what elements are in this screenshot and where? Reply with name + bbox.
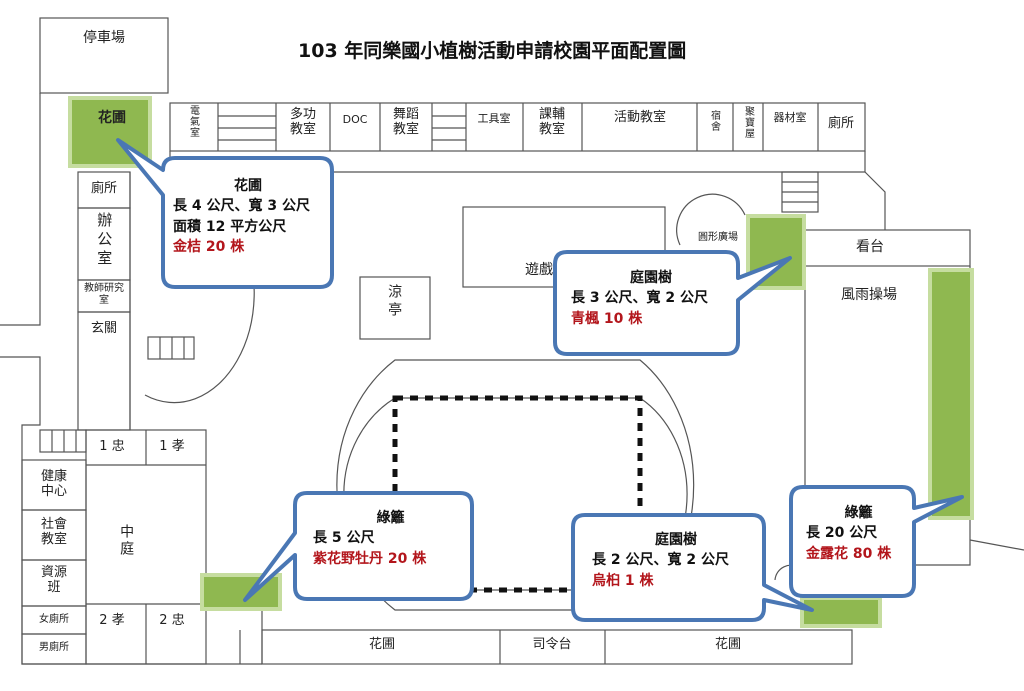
callout-garden: 花圃 長 4 公尺、寬 3 公尺 面積 12 平方公尺 金桔 20 株 xyxy=(173,176,323,257)
label-multipurpose: 多功教室 xyxy=(289,107,316,137)
outer-wall-left xyxy=(0,93,41,326)
label-men-toilet: 男廁所 xyxy=(39,642,69,653)
callout-hedge-right-length: 長 20 公尺 xyxy=(806,525,878,542)
label-women-toilet: 女廁所 xyxy=(39,614,69,625)
label-resource: 資源班 xyxy=(40,565,67,595)
callout-tree-top-title: 庭園樹 xyxy=(630,270,672,286)
callout-garden-area: 面積 12 平方公尺 xyxy=(173,218,287,235)
label-tutoring: 課輔教室 xyxy=(538,107,565,137)
callout-hedge-left-title: 綠籬 xyxy=(376,510,405,526)
callout-garden-box xyxy=(116,138,334,289)
label-class-2xiao: 2 孝 xyxy=(99,613,125,628)
page-title: 103 年同樂國小植樹活動申請校園平面配置圖 xyxy=(298,40,687,62)
callout-tree-bottom-box xyxy=(571,513,814,622)
label-dance: 舞蹈教室 xyxy=(392,107,419,137)
label-garden-zone: 花圃 xyxy=(98,110,126,126)
callout-hedge-left-plant: 紫花野牡丹 20 株 xyxy=(313,550,427,567)
label-courtyard: 中庭 xyxy=(118,524,135,558)
label-health: 健康中心 xyxy=(40,469,67,499)
callout-garden-title: 花圃 xyxy=(234,178,262,194)
label-circle-plaza: 圓形廣場 xyxy=(698,232,738,243)
label-teacher-research: 教師研究室 xyxy=(84,283,124,306)
callout-garden-plant: 金桔 20 株 xyxy=(173,238,245,255)
label-playground: 遊戲 xyxy=(525,262,553,278)
label-flowerbed-1: 花圃 xyxy=(368,637,396,652)
label-dorm: 宿舍 xyxy=(708,110,720,132)
callout-hedge-left-box xyxy=(243,491,474,602)
label-electric: 電氣室 xyxy=(187,105,199,138)
label-toilet-left: 廁所 xyxy=(90,181,118,196)
callout-tree-top-box xyxy=(553,250,792,356)
top-building xyxy=(169,102,866,152)
callout-hedge-right-title: 綠籬 xyxy=(844,505,873,521)
callout-tree-bottom-title: 庭園樹 xyxy=(655,532,697,548)
callout-tree-top-dims: 長 3 公尺、寬 2 公尺 xyxy=(571,290,708,307)
callout-tree-top-plant: 青楓 10 株 xyxy=(571,310,643,327)
tree-zone-bottom xyxy=(800,596,882,628)
label-social: 社會教室 xyxy=(40,517,67,547)
label-pavilion: 涼亭 xyxy=(386,284,403,320)
label-class-1zhong: 1 忠 xyxy=(99,439,125,454)
label-stand: 看台 xyxy=(856,239,884,255)
callout-hedge-left: 綠籬 長 5 公尺 紫花野牡丹 20 株 xyxy=(313,508,468,569)
label-rain-field: 風雨操場 xyxy=(841,287,897,303)
label-tools: 工具室 xyxy=(477,112,511,125)
label-podium: 司令台 xyxy=(532,637,572,652)
label-class-1xiao: 1 孝 xyxy=(159,439,185,454)
label-equipment: 器材室 xyxy=(773,111,807,124)
callout-tree-bottom-dims: 長 2 公尺、寬 2 公尺 xyxy=(592,552,729,569)
hedge-zone-right xyxy=(928,268,974,520)
callout-hedge-right: 綠籬 長 20 公尺 金露花 80 株 xyxy=(806,503,911,564)
callout-garden-dims: 長 4 公尺、寬 3 公尺 xyxy=(173,198,310,215)
callout-hedge-left-length: 長 5 公尺 xyxy=(313,530,375,547)
label-class-2zhong: 2 忠 xyxy=(159,613,185,628)
callout-tree-bottom: 庭園樹 長 2 公尺、寬 2 公尺 烏桕 1 株 xyxy=(592,530,760,591)
callout-hedge-right-plant: 金露花 80 株 xyxy=(806,545,892,562)
label-parking: 停車場 xyxy=(83,30,125,46)
label-storage: 聚寶屋 xyxy=(742,106,754,139)
stand-building xyxy=(804,229,971,267)
parking-lot xyxy=(39,17,169,94)
label-activity: 活動教室 xyxy=(613,110,667,125)
label-toilet-top: 廁所 xyxy=(827,116,855,131)
label-entrance: 玄關 xyxy=(90,321,118,336)
dotted-planting-area xyxy=(392,395,643,593)
callout-hedge-right-box xyxy=(789,485,964,598)
label-flowerbed-2: 花圃 xyxy=(714,637,742,652)
label-office: 辦公室 xyxy=(95,212,114,269)
callout-tree-top: 庭園樹 長 3 公尺、寬 2 公尺 青楓 10 株 xyxy=(571,268,731,329)
callout-tree-bottom-plant: 烏桕 1 株 xyxy=(592,572,654,589)
label-doc: DOC xyxy=(342,113,368,126)
